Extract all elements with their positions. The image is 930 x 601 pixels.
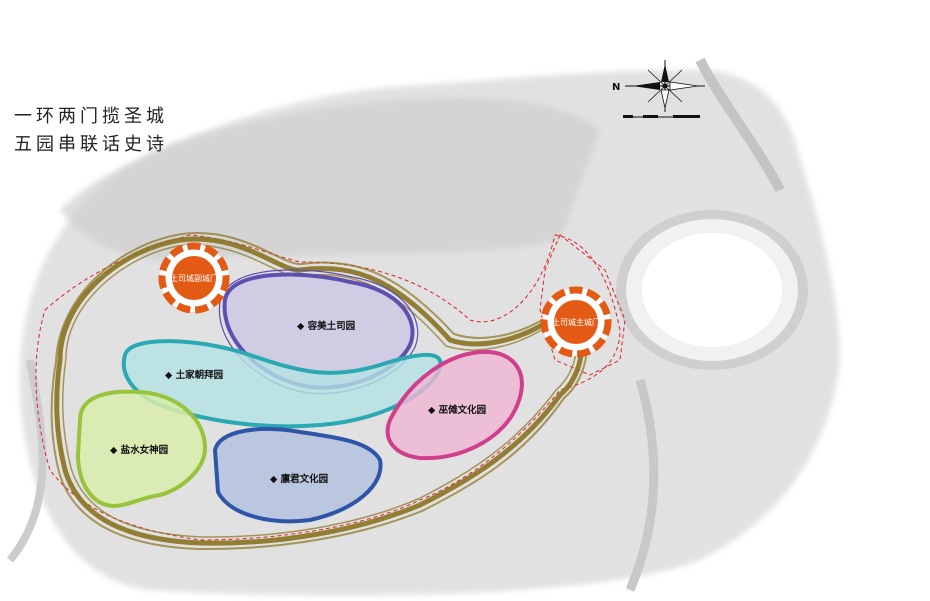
gate-side-label: 土司城副城门 [170, 273, 218, 283]
gate-main[interactable] [540, 286, 612, 358]
north-label: N [612, 82, 620, 93]
zone-label-rongmei: ◆ 容美土司园 [297, 320, 355, 332]
ring-road [50, 231, 588, 551]
zone-label-yanshui: ◆ 盐水女神园 [110, 444, 168, 456]
stadium [616, 210, 808, 370]
zone-linjun [212, 427, 383, 524]
compass-icon [625, 60, 705, 112]
zone-wuxi [385, 349, 524, 461]
slogan-line-1: 一环两门揽圣城 [14, 106, 168, 127]
scale-bar [623, 115, 700, 118]
zone-label-tujia: ◆ 土家朝拜园 [165, 369, 223, 381]
site-boundary [35, 234, 626, 541]
zone-label-linjun: ◆ 廪君文化园 [270, 473, 328, 485]
gate-side[interactable] [158, 242, 230, 314]
zone-label-wuxi: ◆ 巫傩文化园 [428, 404, 486, 416]
zone-yanshui [75, 389, 208, 509]
gate-main-label: 土司城主城门 [552, 317, 600, 327]
slogan-line-2: 五园串联话史诗 [14, 134, 168, 155]
